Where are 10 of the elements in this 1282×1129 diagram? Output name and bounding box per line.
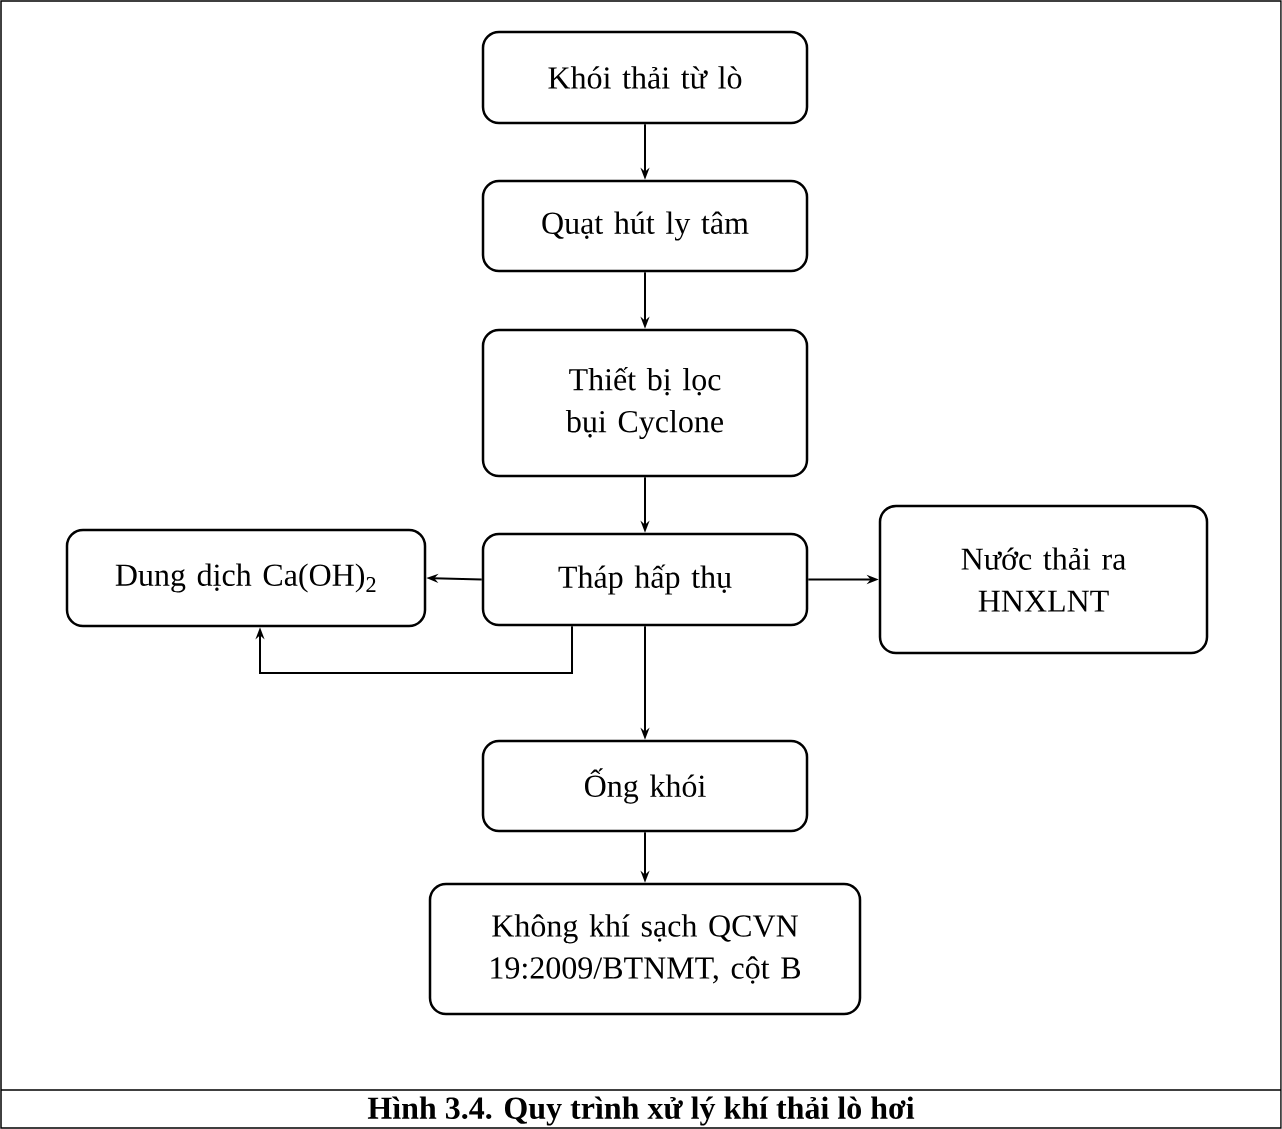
process-box: Quạt hút ly tâm	[481, 179, 809, 273]
process-box: Tháp hấp thụ	[481, 532, 809, 627]
process-box: Thiết bị lọc bụi Cyclone	[481, 328, 809, 478]
process-box: Ống khói	[481, 739, 809, 833]
caption: Hình 3.4. Quy trình xử lý khí thải lò hơi	[367, 1096, 915, 1126]
process-box: Nước thải ra HNXLNT	[878, 504, 1209, 655]
process-box: Dung dịch Ca(OH)$_{2}$	[65, 528, 427, 628]
process-box: Khói thải từ lò	[481, 30, 809, 125]
arrow	[255, 625, 573, 674]
process-box: Không khí sạch QCVN 19:2009/BTNMT, cột B	[428, 882, 862, 1016]
